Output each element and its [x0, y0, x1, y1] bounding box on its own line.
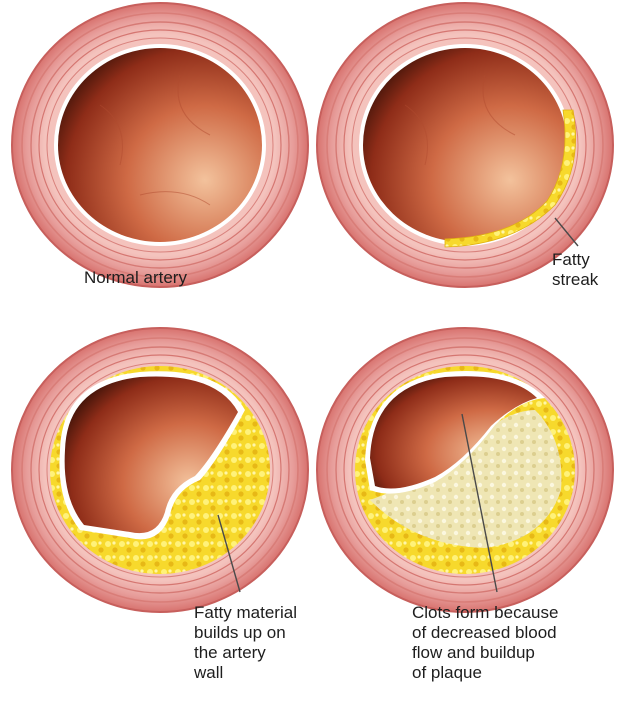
label-fatty-streak: Fatty streak [552, 250, 598, 290]
fatty-buildup-illustration [12, 328, 308, 612]
label-normal-artery: Normal artery [84, 268, 187, 288]
normal-artery-illustration [12, 3, 308, 287]
label-clots-form: Clots form because of decreased blood fl… [412, 603, 558, 683]
clot-formation-illustration [317, 328, 613, 612]
fatty-streak-illustration [317, 3, 613, 287]
label-fatty-material: Fatty material builds up on the artery w… [194, 603, 297, 683]
